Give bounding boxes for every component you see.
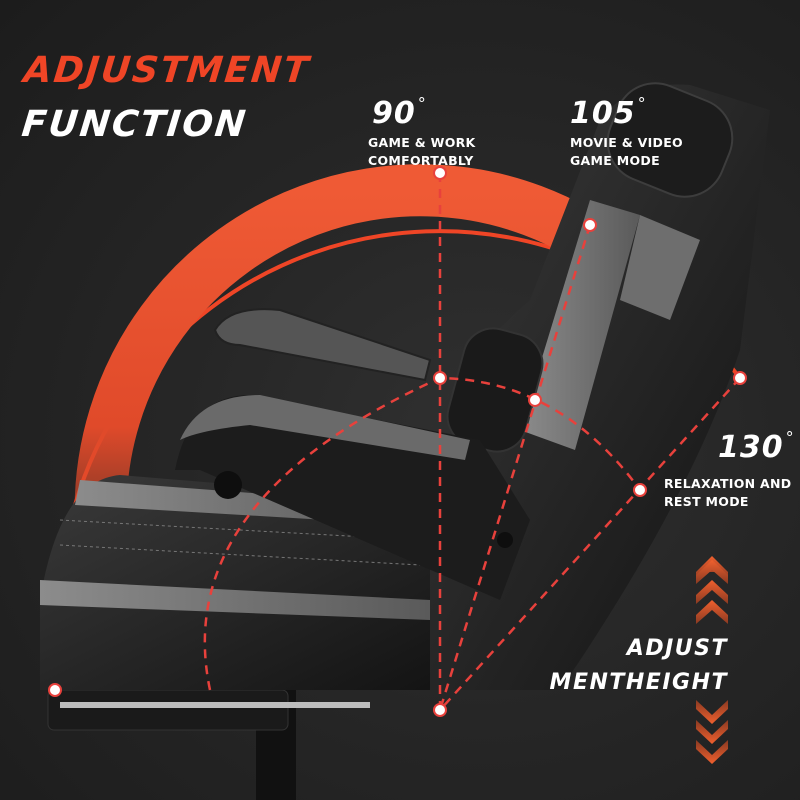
- angle-105-value: 105°: [570, 94, 647, 131]
- angle-90-value: 90°: [372, 94, 427, 131]
- angle-markers: [48, 166, 747, 717]
- angle-105-description: MOVIE & VIDEO GAME MODE: [570, 135, 683, 168]
- angle-guide-lines: [203, 173, 741, 711]
- angle-130-value: 130°: [718, 428, 795, 465]
- height-adjust-label: ADJUST MENTHEIGHT: [549, 636, 728, 695]
- headline-line1: ADJUSTMENT: [21, 50, 313, 91]
- height-up-arrows-icon: [696, 556, 728, 624]
- headline-line2: FUNCTION: [19, 104, 250, 145]
- angle-130-description: RELAXATION AND REST MODE: [664, 476, 792, 509]
- angle-90-description: GAME & WORK COMFORTABLY: [368, 135, 476, 168]
- height-down-arrows-icon: [696, 700, 728, 764]
